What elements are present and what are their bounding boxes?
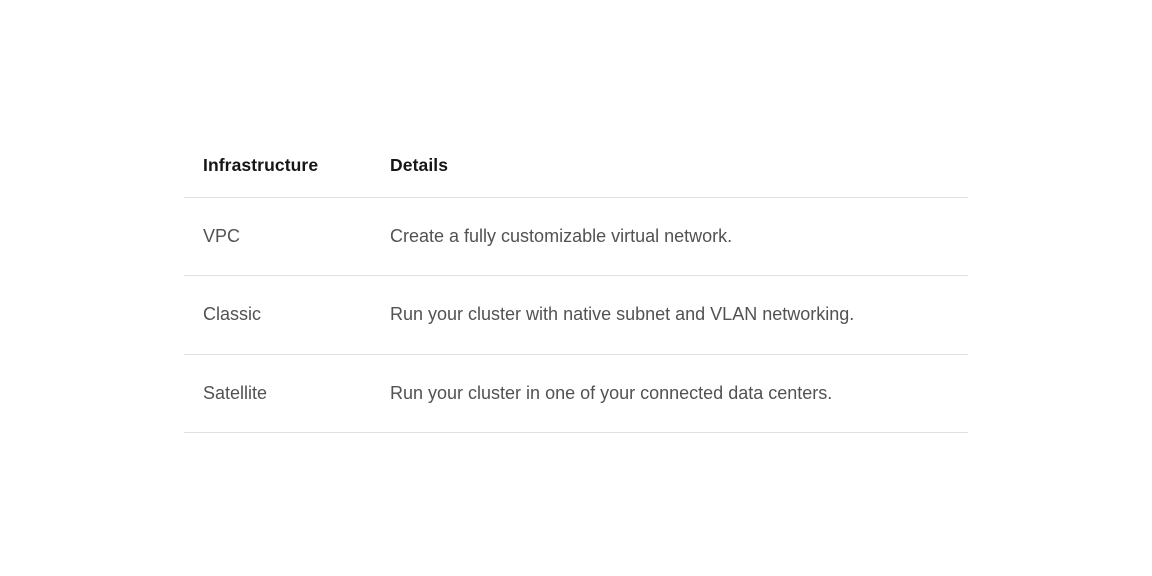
column-header-infrastructure: Infrastructure [184,155,390,198]
cell-details: Run your cluster with native subnet and … [390,275,968,355]
cell-infrastructure: VPC [184,197,390,277]
table-header: Infrastructure Details [184,155,968,198]
table-body: VPC Create a fully customizable virtual … [184,197,968,433]
table-header-row: Infrastructure Details [184,155,968,198]
cell-infrastructure: Classic [184,275,390,355]
cell-infrastructure: Satellite [184,354,390,433]
infrastructure-options-table: Infrastructure Details VPC Create a full… [184,155,968,433]
cell-details: Create a fully customizable virtual netw… [390,197,968,277]
cell-details: Run your cluster in one of your connecte… [390,354,968,433]
table-row: VPC Create a fully customizable virtual … [184,197,968,277]
table-row: Satellite Run your cluster in one of you… [184,354,968,433]
table-row: Classic Run your cluster with native sub… [184,275,968,355]
column-header-details: Details [390,155,968,198]
